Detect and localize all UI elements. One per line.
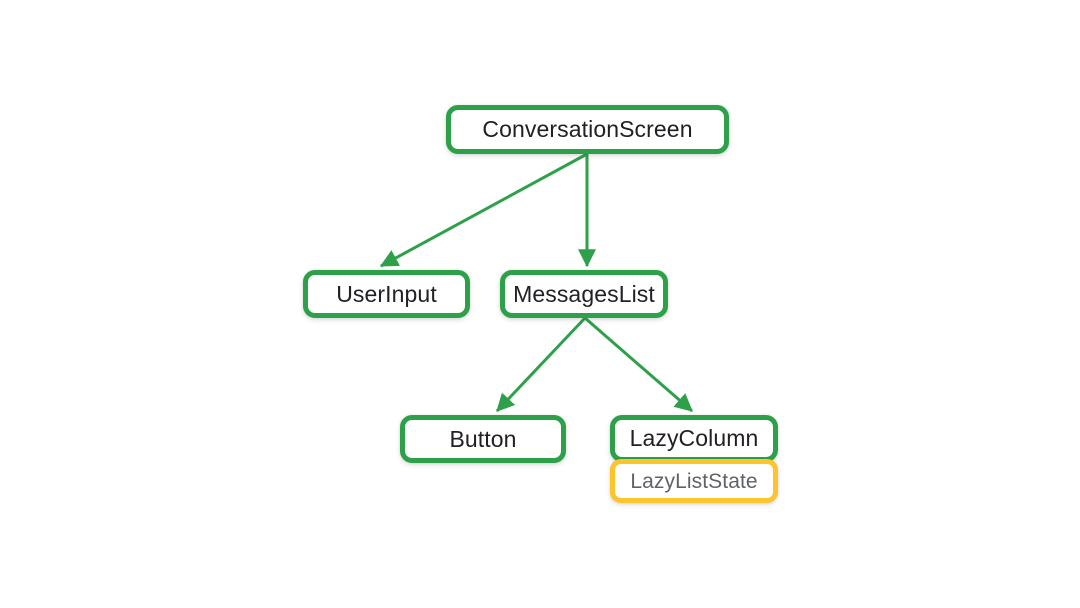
edge-messageslist-to-button bbox=[495, 316, 587, 413]
node-lazycolumn[interactable]: LazyColumn bbox=[610, 415, 778, 462]
node-messageslist[interactable]: MessagesList bbox=[500, 270, 668, 318]
node-label: UserInput bbox=[336, 280, 437, 307]
node-label: LazyColumn bbox=[629, 425, 759, 451]
node-userinput[interactable]: UserInput bbox=[303, 270, 470, 318]
node-label: MessagesList bbox=[513, 280, 655, 307]
edge-conversationscreen-to-userinput bbox=[379, 152, 588, 268]
edge-messageslist-to-lazycolumn bbox=[584, 316, 693, 413]
node-conversationscreen[interactable]: ConversationScreen bbox=[446, 105, 729, 154]
node-label: ConversationScreen bbox=[482, 116, 693, 142]
node-button[interactable]: Button bbox=[400, 415, 566, 463]
node-lazyliststate[interactable]: LazyListState bbox=[610, 459, 778, 503]
node-label: LazyListState bbox=[630, 469, 758, 493]
node-label: Button bbox=[449, 425, 517, 452]
